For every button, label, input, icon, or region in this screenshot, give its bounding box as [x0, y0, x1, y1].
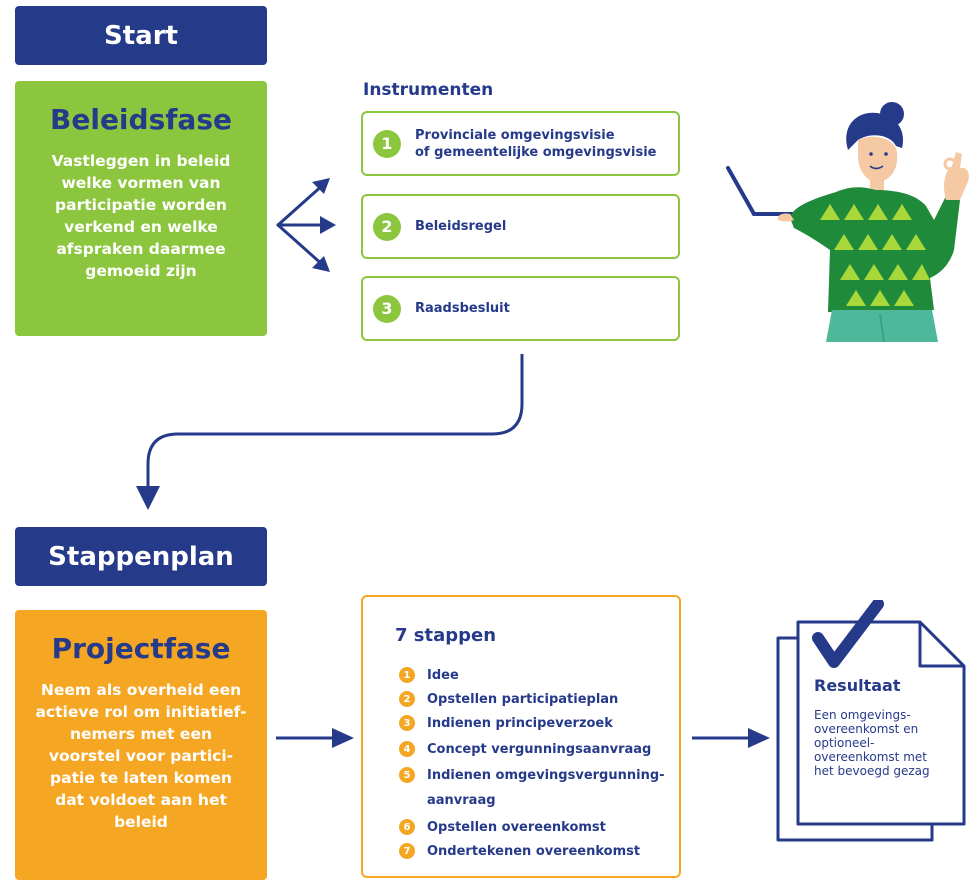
resultaat-text: Een omgevings- overeenkomst en optioneel… [814, 708, 930, 778]
resultaat-line: Een omgevings- [814, 708, 911, 722]
step-number: 6 [399, 819, 415, 835]
instrument-item-3: 3 Raadsbesluit [361, 276, 680, 341]
resultaat-line: optioneel- [814, 736, 875, 750]
beleidsfase-box: Beleidsfase Vastleggen in beleid welke v… [15, 81, 267, 336]
arrow-to-steps [276, 728, 354, 748]
projectfase-text: Neem als overheid een actieve rol om ini… [35, 681, 247, 831]
branch-arrows [276, 178, 336, 272]
step-number: 3 [399, 715, 415, 731]
document-stack-icon [776, 600, 966, 842]
resultaat-title: Resultaat [814, 676, 901, 695]
step-label: aanvraag [427, 793, 496, 808]
stappen-heading: 7 stappen [395, 625, 497, 646]
step-label: Opstellen overeenkomst [427, 819, 606, 835]
number-badge: 3 [373, 294, 401, 323]
hand-icon [943, 152, 969, 200]
instrumenten-heading: Instrumenten [363, 80, 494, 100]
connector-arrow [136, 354, 524, 510]
step-label: Concept vergunningsaanvraag [427, 741, 652, 757]
step-number: 2 [399, 691, 415, 707]
beleidsfase-text: Vastleggen in beleid welke vormen van pa… [51, 152, 231, 280]
step-label: Indienen omgevingsvergunning- [427, 767, 665, 783]
step-label: Ondertekenen overeenkomst [427, 843, 641, 859]
step-item-3: 3 Indienen principeverzoek [399, 715, 613, 731]
step-number: 5 [399, 767, 415, 783]
laptop-icon [726, 166, 800, 216]
step-item-5-continued: aanvraag [427, 793, 496, 808]
start-header: Start [15, 6, 267, 65]
checkmark-icon [812, 600, 884, 668]
start-label: Start [104, 20, 178, 51]
instrument-label: Raadsbesluit [415, 301, 510, 316]
step-item-5: 5 Indienen omgevingsvergunning- [399, 767, 665, 783]
step-item-6: 6 Opstellen overeenkomst [399, 819, 606, 835]
step-item-2: 2 Opstellen participatieplan [399, 691, 618, 707]
resultaat-line: het bevoegd gezag [814, 764, 930, 778]
beleidsfase-title: Beleidsfase [50, 103, 232, 136]
step-label: Opstellen participatieplan [427, 691, 619, 707]
step-number: 7 [399, 843, 415, 859]
step-item-7: 7 Ondertekenen overeenkomst [399, 843, 640, 859]
person-illustration [726, 102, 969, 342]
number-badge: 2 [373, 212, 401, 241]
resultaat-line: overeenkomst met [814, 750, 927, 764]
arrow-to-result [692, 728, 770, 748]
instrument-label: Provinciale omgevingsvisie of gemeenteli… [415, 127, 657, 160]
stappenplan-label: Stappenplan [48, 541, 234, 572]
step-label: Idee [427, 667, 459, 683]
step-number: 4 [399, 741, 415, 757]
step-label: Indienen principeverzoek [427, 715, 613, 731]
instrument-item-2: 2 Beleidsregel [361, 194, 680, 259]
step-item-1: 1 Idee [399, 667, 459, 683]
projectfase-title: Projectfase [51, 632, 231, 665]
step-number: 1 [399, 667, 415, 683]
instrument-item-1: 1 Provinciale omgevingsvisie of gemeente… [361, 111, 680, 176]
instrument-label: Beleidsregel [415, 219, 507, 234]
resultaat-line: overeenkomst en [814, 722, 919, 736]
stappen-box: 7 stappen 1 Idee 2 Opstellen participati… [361, 595, 681, 878]
number-badge: 1 [373, 129, 401, 158]
projectfase-box: Projectfase Neem als overheid een actiev… [15, 610, 267, 880]
stappenplan-header: Stappenplan [15, 527, 267, 586]
step-item-4: 4 Concept vergunningsaanvraag [399, 741, 651, 757]
